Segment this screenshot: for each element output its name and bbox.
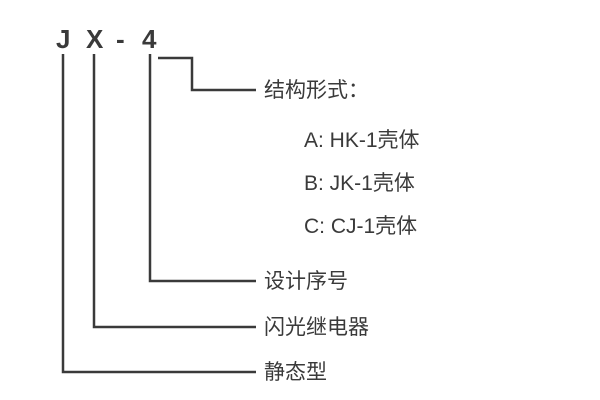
connector-flash-relay-line [92, 54, 256, 329]
connector-structure-form-line [158, 56, 256, 92]
connector-static-type-line [61, 54, 256, 374]
model-code-part-x: X [86, 24, 104, 54]
structure-option-a: A: HK-1壳体 [304, 129, 420, 152]
flash-relay-label: 闪光继电器 [264, 316, 369, 339]
connector-design-serial-line [148, 54, 256, 283]
model-code-part-dash: - [116, 24, 125, 54]
design-serial-label: 设计序号 [264, 270, 348, 293]
model-code-part-j: J [56, 24, 71, 54]
structure-form-label: 结构形式： [264, 79, 369, 102]
model-code-part-4: 4 [142, 24, 157, 54]
structure-option-c: C: CJ-1壳体 [304, 215, 418, 238]
static-type-label: 静态型 [264, 361, 327, 384]
structure-option-b: B: JK-1壳体 [304, 172, 415, 195]
